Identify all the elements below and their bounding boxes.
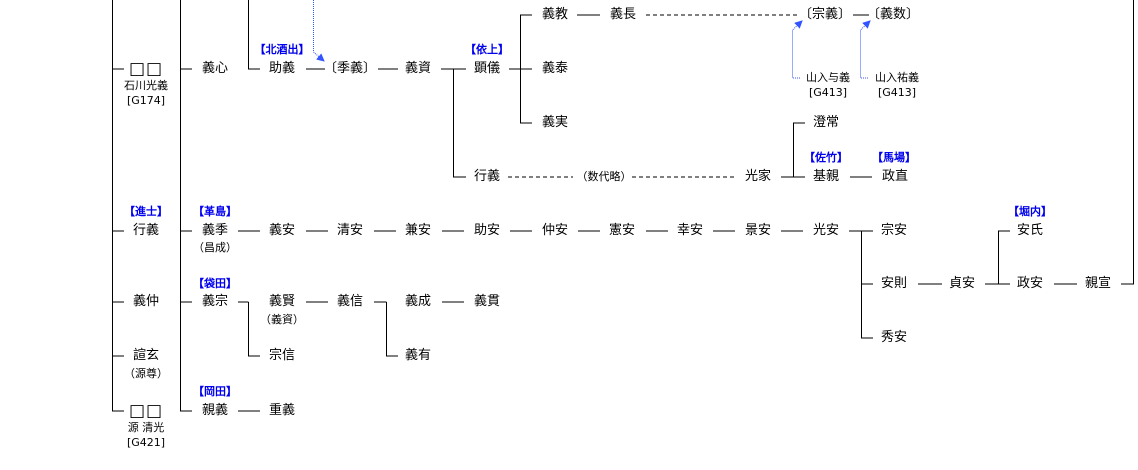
clan-label: 【岡田】: [193, 385, 237, 398]
person-node: 基親: [812, 169, 840, 184]
ref-code: [G174]: [126, 94, 166, 107]
person-node: 光安: [812, 223, 840, 238]
alias-note: （昌成）: [193, 241, 237, 254]
person-node: 秀安: [880, 330, 908, 345]
person-node: 安則: [880, 276, 908, 291]
person-node: 貞安: [948, 276, 976, 291]
ref-code: [G413]: [877, 86, 917, 99]
clan-label: 【革島】: [193, 205, 237, 218]
person-node: 〔宗義〕: [798, 7, 852, 22]
person-node: 幸安: [676, 223, 704, 238]
person-node: 助安: [473, 223, 501, 238]
person-node: 諠玄: [132, 348, 160, 363]
person-node: 義実: [541, 115, 569, 130]
person-node: 重義: [268, 403, 296, 418]
person-node: 親義: [201, 403, 229, 418]
clan-label: 【依上】: [465, 43, 509, 56]
person-node: 義教: [541, 7, 569, 22]
clan-label: 【堀内】: [1008, 205, 1052, 218]
person-node: 景安: [744, 223, 772, 238]
clan-label: 【北酒出】: [254, 43, 310, 56]
person-node: 義安: [268, 223, 296, 238]
person-node: 行義: [473, 169, 501, 184]
person-note: 源 清光: [127, 421, 165, 434]
person-node: 澄常: [812, 115, 840, 130]
omitted-generations-note: （数代略）: [576, 170, 632, 183]
ref-code: [G421]: [126, 436, 166, 449]
unknown-name-box: □□: [128, 59, 164, 79]
person-node: 憲安: [608, 223, 636, 238]
person-node: 〔義数〕: [866, 7, 920, 22]
person-node: 清安: [336, 223, 364, 238]
person-node: 安氏: [1016, 223, 1044, 238]
person-note: 山入与義: [806, 71, 850, 84]
person-note: 山入祐義: [875, 71, 919, 84]
clan-label: 【佐竹】: [804, 151, 848, 164]
person-node: 義信: [336, 294, 364, 309]
person-node: 政直: [881, 169, 909, 184]
alias-note: （源尊）: [124, 367, 168, 380]
person-node: 義成: [404, 294, 432, 309]
person-node: 兼安: [404, 223, 432, 238]
person-node: 親宣: [1084, 276, 1112, 291]
person-node: 宗信: [268, 348, 296, 363]
unknown-name-box: □□: [128, 401, 164, 421]
person-node: 光家: [744, 169, 772, 184]
person-note: 石川光義: [124, 79, 168, 92]
person-node: 義泰: [541, 61, 569, 76]
person-node: 宗安: [880, 223, 908, 238]
person-node: 行義: [132, 223, 160, 238]
person-node: 〔季義〕: [323, 61, 377, 76]
ref-code: [G413]: [808, 86, 848, 99]
person-node: 義宗: [201, 294, 229, 309]
alias-note: （義資）: [260, 313, 304, 326]
person-node: 仲安: [541, 223, 569, 238]
person-node: 義賢: [268, 294, 296, 309]
person-node: 義仲: [132, 294, 160, 309]
person-node: 義貫: [473, 294, 501, 309]
clan-label: 【袋田】: [193, 277, 237, 290]
person-node: 義有: [404, 348, 432, 363]
person-node: 義心: [201, 61, 229, 76]
person-node: 義資: [404, 61, 432, 76]
person-node: 顕儀: [473, 61, 501, 76]
person-node: 義季: [201, 223, 229, 238]
clan-label: 【進士】: [124, 205, 168, 218]
person-node: 義長: [609, 7, 637, 22]
person-node: 助義: [268, 61, 296, 76]
person-node: 政安: [1016, 276, 1044, 291]
clan-label: 【馬場】: [872, 151, 916, 164]
